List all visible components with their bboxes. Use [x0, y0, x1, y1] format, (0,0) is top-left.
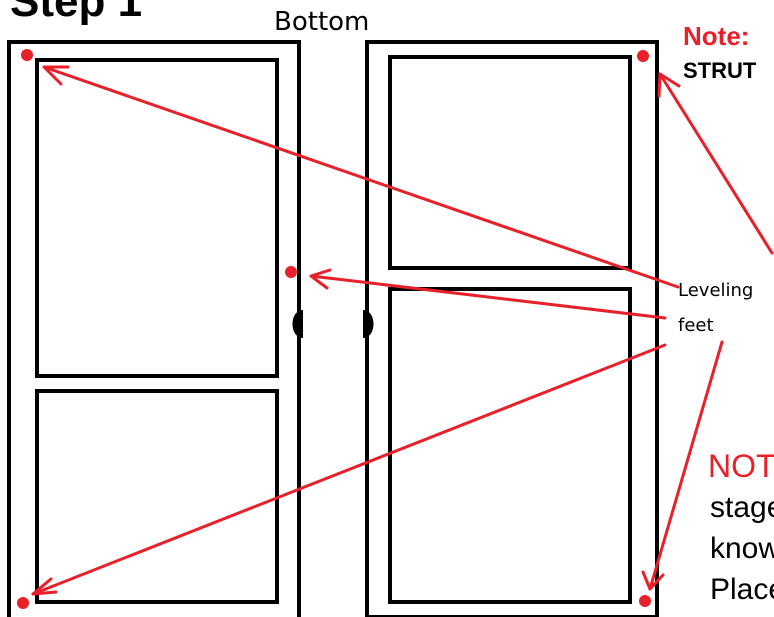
arrow-to-bottom-right	[648, 340, 724, 591]
note-label: Note:	[683, 21, 750, 51]
arrow-head-bottom-right	[641, 570, 665, 591]
leveling-feet-dots	[17, 49, 651, 609]
panel-label-bottom: Bottom	[274, 7, 370, 37]
foot-dot-left-middle	[285, 266, 297, 278]
left-connector-lobe	[292, 310, 303, 338]
foot-dot-bottom-right	[639, 595, 651, 607]
arrow-to-bottom-left	[31, 343, 667, 596]
foot-dot-bottom-left	[17, 597, 29, 609]
right-connector-lobe	[363, 310, 374, 338]
warning-line-3: Place	[710, 573, 774, 606]
foot-dot-top-left	[21, 49, 33, 61]
right-panel-upper-cutout	[388, 55, 632, 270]
arrow-head-top-right	[657, 72, 681, 98]
right-panel	[365, 40, 659, 617]
left-panel-lower-cutout	[35, 389, 279, 604]
pointer-arrows	[31, 65, 774, 596]
arrow-to-top-right	[658, 72, 774, 255]
callout-line-leveling: Leveling	[678, 280, 754, 301]
callout-line-feet: feet	[678, 315, 714, 336]
left-panel	[7, 40, 301, 617]
warning-line-2: know	[710, 532, 774, 565]
arrow-head-top-left	[42, 65, 70, 86]
foot-dot-top-right	[637, 50, 649, 62]
arrow-to-top-left	[42, 65, 680, 289]
arrow-head-left-middle	[309, 268, 332, 290]
step-heading: Step 1	[10, 0, 143, 26]
left-panel-upper-cutout	[35, 58, 279, 378]
arrow-head-bottom-left	[31, 577, 58, 596]
arrow-to-left-middle	[309, 274, 667, 320]
warning-line-1: stage	[710, 491, 774, 524]
warning-label: NOT	[708, 448, 774, 484]
right-panel-frame	[365, 40, 659, 617]
note-text-line: STRUT	[683, 58, 757, 83]
left-panel-frame	[7, 40, 301, 617]
right-panel-lower-cutout	[388, 287, 632, 604]
